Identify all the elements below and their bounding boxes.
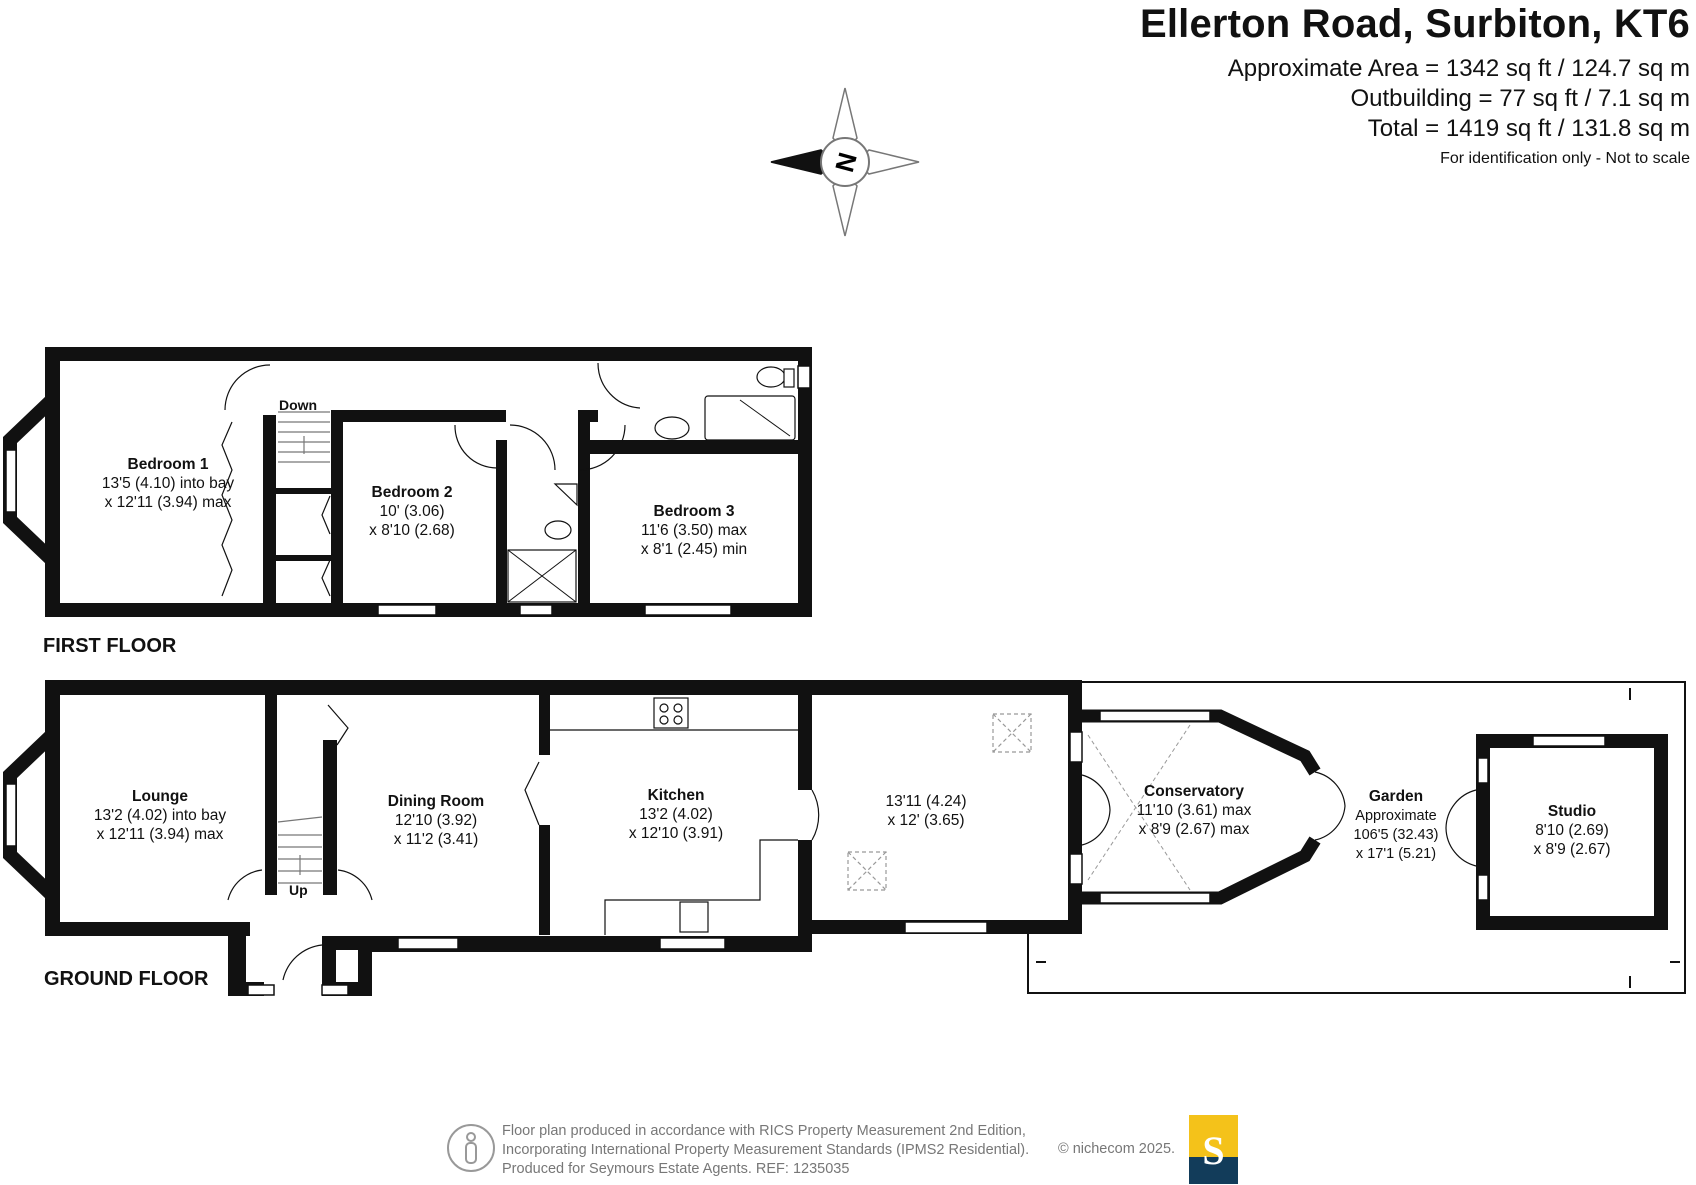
extension-dim-2: x 12' (3.65) <box>887 812 965 829</box>
bedroom-2-label: Bedroom 2 10' (3.06) x 8'10 (2.68) <box>369 483 455 540</box>
garden-dim-2: 106'5 (32.43) <box>1353 827 1439 843</box>
total-area: Total = 1419 sq ft / 131.8 sq m <box>1367 115 1690 142</box>
outbuilding-area: Outbuilding = 77 sq ft / 7.1 sq m <box>1350 85 1690 112</box>
garden-boundary <box>1027 681 1686 994</box>
bedroom-3-dim-2: x 8'1 (2.45) min <box>640 541 748 558</box>
seymours-logo: S <box>1189 1115 1238 1184</box>
bedroom-1-label: Bedroom 1 13'5 (4.10) into bay x 12'11 (… <box>102 455 234 512</box>
dining-room-name: Dining Room <box>387 793 485 810</box>
bedroom-2-dim-1: 10' (3.06) <box>379 503 445 520</box>
lounge-label: Lounge 13'2 (4.02) into bay x 12'11 (3.9… <box>94 787 226 844</box>
footer-copyright: © nichecom 2025. <box>1058 1141 1176 1157</box>
approximate-area: Approximate Area = 1342 sq ft / 124.7 sq… <box>1227 55 1690 82</box>
kitchen-dim-2: x 12'10 (3.91) <box>628 825 724 842</box>
studio-label: Studio 8'10 (2.69) x 8'9 (2.67) <box>1533 802 1610 859</box>
first-floor-stairs <box>278 411 330 463</box>
footer-line-1: Floor plan produced in accordance with R… <box>502 1123 1026 1139</box>
property-address-title: Ellerton Road, Surbiton, KT6 <box>1139 2 1690 46</box>
kitchen-name: Kitchen <box>647 787 705 804</box>
ground-floor-label: GROUND FLOOR <box>44 968 209 990</box>
first-floor-stairs-label: Down <box>279 397 318 413</box>
conservatory-label: Conservatory 11'10 (3.61) max x 8'9 (2.6… <box>1137 782 1252 839</box>
dining-room-dim-1: 12'10 (3.92) <box>394 812 478 829</box>
footer-line-2: Incorporating International Property Mea… <box>502 1142 1030 1158</box>
ground-floor-stairs-label: Up <box>289 882 308 898</box>
extension-dim-1: 13'11 (4.24) <box>885 793 967 810</box>
bedroom-2-dim-2: x 8'10 (2.68) <box>369 522 455 539</box>
seymours-logo-letter: S <box>1202 1128 1225 1173</box>
garden-dim-1: Approximate <box>1355 808 1437 824</box>
bedroom-1-name: Bedroom 1 <box>127 456 209 473</box>
ground-floor-stairs <box>277 816 323 884</box>
first-floor-label: FIRST FLOOR <box>43 635 177 657</box>
bedroom-3-name: Bedroom 3 <box>653 503 735 520</box>
kitchen-label: Kitchen 13'2 (4.02) x 12'10 (3.91) <box>629 786 723 843</box>
conservatory-dim-2: x 8'9 (2.67) max <box>1138 821 1250 838</box>
bedroom-2-name: Bedroom 2 <box>371 484 453 501</box>
scale-disclaimer: For identification only - Not to scale <box>1440 150 1690 167</box>
lounge-name: Lounge <box>132 788 188 805</box>
lounge-dim-1: 13'2 (4.02) into bay <box>93 807 227 824</box>
extension-label: 13'11 (4.24) x 12' (3.65) <box>885 792 966 830</box>
bedroom-3-dim-1: 11'6 (3.50) max <box>640 522 748 539</box>
garden-name: Garden <box>1368 788 1424 805</box>
studio-dim-2: x 8'9 (2.67) <box>1533 841 1611 858</box>
lounge-dim-2: x 12'11 (3.94) max <box>96 826 224 843</box>
compass-rose-icon: N <box>770 87 920 237</box>
rics-person-icon <box>447 1124 495 1172</box>
studio-name: Studio <box>1547 803 1597 820</box>
footer-disclaimer: Floor plan produced in accordance with R… <box>502 1122 1029 1179</box>
bedroom-1-dim-1: 13'5 (4.10) into bay <box>101 475 235 492</box>
dining-room-dim-2: x 11'2 (3.41) <box>393 831 479 848</box>
studio-dim-1: 8'10 (2.69) <box>1535 822 1609 839</box>
dining-room-label: Dining Room 12'10 (3.92) x 11'2 (3.41) <box>388 792 484 849</box>
kitchen-dim-1: 13'2 (4.02) <box>639 806 713 823</box>
footer-line-3: Produced for Seymours Estate Agents. REF… <box>502 1161 850 1177</box>
conservatory-name: Conservatory <box>1144 783 1244 800</box>
garden-label: Garden Approximate 106'5 (32.43) x 17'1 … <box>1354 787 1439 864</box>
bedroom-1-dim-2: x 12'11 (3.94) max <box>104 494 232 511</box>
bedroom-3-label: Bedroom 3 11'6 (3.50) max x 8'1 (2.45) m… <box>641 502 747 559</box>
conservatory-dim-1: 11'10 (3.61) max <box>1136 802 1252 819</box>
garden-dim-3: x 17'1 (5.21) <box>1355 846 1437 862</box>
